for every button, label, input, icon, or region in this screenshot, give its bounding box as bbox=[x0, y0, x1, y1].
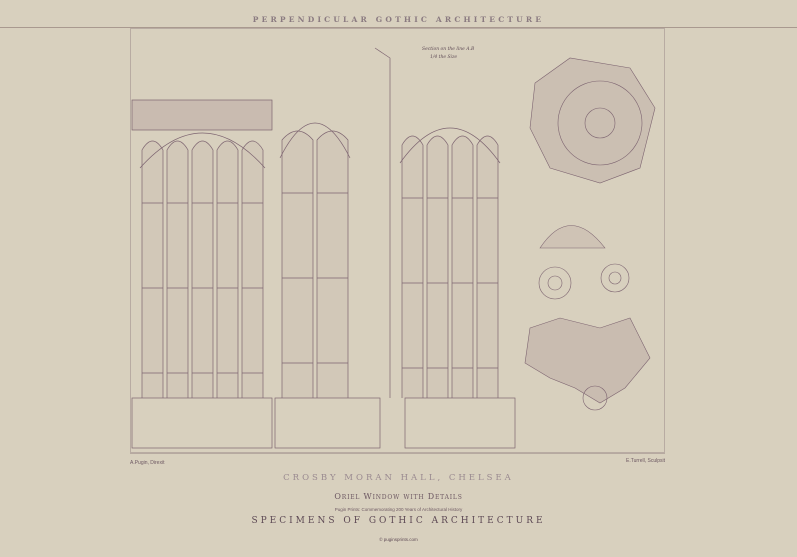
scale-note: 1/4 the Size bbox=[430, 54, 457, 60]
plinth-right bbox=[404, 397, 516, 449]
mullion-plan bbox=[524, 317, 651, 404]
publisher-note: Pugin Prints: Commemorating 200 Years of… bbox=[334, 507, 463, 512]
plate-subject: CROSBY MORAN HALL, CHELSEA bbox=[283, 473, 514, 483]
pendant-detail bbox=[582, 385, 608, 411]
architectural-drawing: Section on the line A.B 1/4 the Size bbox=[130, 28, 665, 468]
series-title: SPECIMENS OF GOTHIC ARCHITECTURE bbox=[251, 516, 546, 526]
engraver-credit: E.Turrell, Sculpsit bbox=[626, 458, 665, 464]
plinth-middle bbox=[274, 397, 381, 449]
tracery-arch-detail bbox=[539, 225, 606, 249]
section-note: Section on the line A.B bbox=[422, 46, 475, 52]
plate-subtitle: Oriel Window with Details bbox=[334, 492, 463, 501]
window-bay-middle bbox=[279, 122, 351, 398]
plate-rule bbox=[130, 453, 665, 454]
vault-plan bbox=[529, 57, 656, 184]
website-link[interactable]: © puginsprints.com bbox=[379, 537, 418, 542]
draughtsman-credit: A.Pugin, Direxit bbox=[130, 460, 165, 466]
header-rule bbox=[0, 27, 797, 28]
plinth-left bbox=[131, 397, 273, 449]
plate-border bbox=[130, 28, 665, 453]
header-title: PERPENDICULAR GOTHIC ARCHITECTURE bbox=[252, 15, 545, 24]
vault-rosette bbox=[557, 80, 643, 166]
boss-detail-1 bbox=[538, 266, 572, 300]
oriel-window-elevation: Section on the line A.B 1/4 the Size bbox=[130, 28, 665, 453]
boss-detail-2 bbox=[600, 263, 630, 293]
window-bay-left bbox=[139, 132, 266, 398]
parapet-frieze bbox=[131, 99, 273, 131]
section-line bbox=[374, 47, 391, 398]
window-bay-right bbox=[399, 127, 501, 398]
